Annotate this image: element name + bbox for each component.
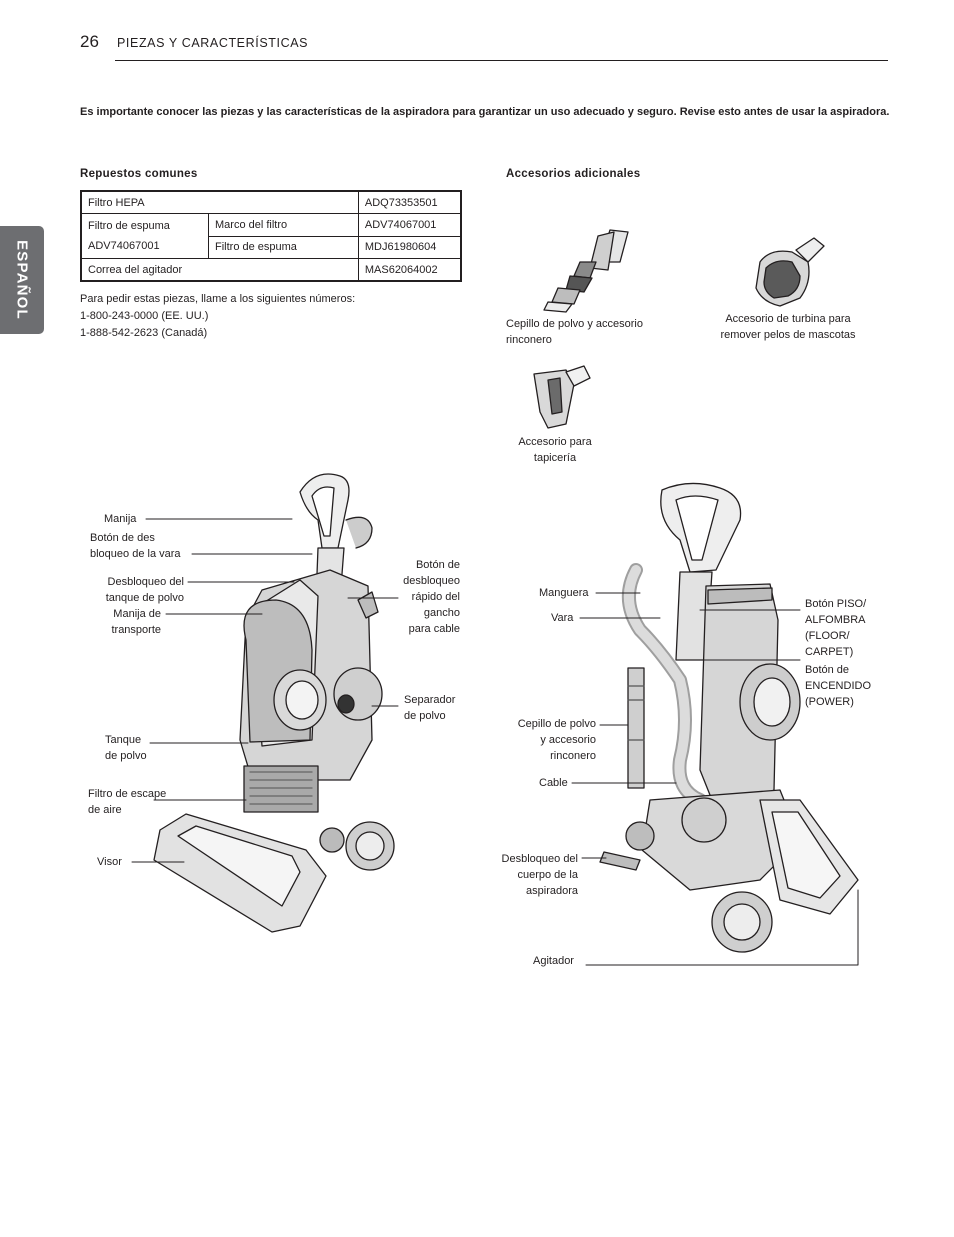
label-boton-piso-alfombra: Botón PISO/ALFOMBRA (FLOOR/CARPET)	[805, 598, 867, 658]
label-visor: Visor	[97, 856, 122, 868]
label-agitador: Agitador	[533, 955, 574, 967]
vacuum-left-illustration	[153, 473, 395, 933]
table-row: Filtro de espuma MDJ61980604	[81, 235, 462, 259]
accesorios-title: Accesorios adicionales	[506, 168, 641, 180]
order-line: 1-888-542-2623 (Canadá)	[80, 327, 208, 339]
dust-brush-accessory-icon	[543, 229, 629, 313]
table-cell: Correa del agitador	[80, 258, 359, 282]
cell-line: Filtro de espuma	[88, 220, 170, 232]
table-cell: Filtro de espuma ADV74067001	[80, 213, 209, 259]
table-cell: Filtro HEPA	[80, 190, 359, 214]
table-cell: ADV74067001	[357, 213, 462, 237]
cell-line: ADV74067001	[88, 240, 160, 252]
upholstery-accessory-icon	[533, 365, 591, 429]
right-leader-lines	[571, 592, 859, 966]
label-manija: Manija	[104, 513, 137, 525]
table-row: Filtro de espuma ADV74067001 Marco del f…	[80, 213, 462, 259]
repuestos-title: Repuestos comunes	[80, 168, 198, 180]
table-cell: Marco del filtro	[208, 213, 359, 237]
table-cell: ADQ73353501	[357, 190, 462, 214]
left-leader-lines	[131, 518, 399, 863]
table-row: Filtro HEPA ADQ73353501	[80, 190, 462, 214]
label-vara: Vara	[551, 612, 574, 624]
table-cell: Filtro de espuma	[208, 235, 359, 259]
order-info: Para pedir estas piezas, llame a los sig…	[80, 291, 355, 342]
order-line: Para pedir estas piezas, llame a los sig…	[80, 293, 356, 305]
turbine-accessory-icon	[755, 237, 825, 307]
label-manguera: Manguera	[539, 587, 589, 599]
section-title: PIEZAS Y CARACTERÍSTICAS	[117, 36, 309, 50]
language-side-tab: ESPAÑOL	[0, 226, 44, 334]
table-row: Correa del agitador MAS62064002	[80, 258, 462, 282]
order-line: 1-800-243-0000 (EE. UU.)	[80, 310, 209, 322]
table-cell: MAS62064002	[357, 258, 462, 282]
intro-text: Es importante conocer las piezas y las c…	[80, 106, 890, 118]
header-rule	[115, 60, 888, 61]
table-cell: MDJ61980604	[357, 235, 462, 259]
label-cable: Cable	[539, 777, 568, 789]
vacuum-right-illustration	[599, 482, 859, 953]
parts-table: Filtro HEPA ADQ73353501 Filtro de espuma…	[80, 190, 462, 282]
page-number: 26	[80, 32, 99, 51]
